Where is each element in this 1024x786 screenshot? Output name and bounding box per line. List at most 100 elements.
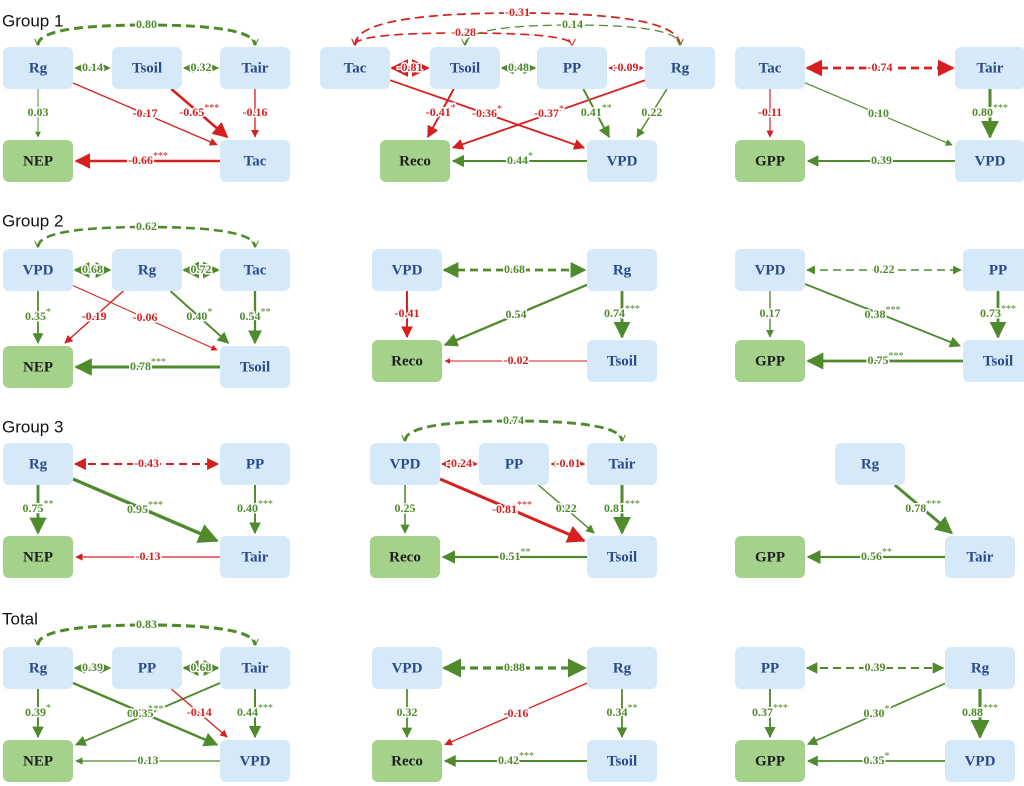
coefficient-value: 0.42 — [498, 753, 519, 767]
node-box — [587, 340, 657, 382]
path-coefficient: 0.75*** — [868, 351, 904, 366]
path-coefficient: 0.40* — [186, 307, 212, 322]
path-arrow — [537, 484, 595, 534]
node-label: VPD — [240, 753, 271, 769]
node-box — [112, 47, 182, 89]
node-vpd: VPD — [945, 740, 1015, 782]
significance-stars: *** — [517, 500, 532, 511]
node-label: GPP — [755, 753, 785, 769]
path-coefficient: 0.42*** — [498, 751, 534, 766]
path-coefficient: 0.25 — [395, 501, 416, 515]
coefficient-value: 0.75 — [23, 501, 44, 515]
coefficient-value: 0.81 — [604, 501, 625, 515]
coefficient-value: -0.74 — [868, 60, 893, 74]
path-coefficient: -0.19 — [82, 309, 107, 323]
node-label: Reco — [389, 549, 421, 565]
path-coefficient: -0.16 — [243, 105, 268, 119]
node-rg: Rg — [587, 647, 657, 689]
coefficient-value: 0.75 — [868, 353, 889, 367]
coefficient-value: 0.58 — [127, 706, 148, 720]
path-coefficient: 0.95*** — [127, 500, 163, 515]
path-coefficient: -0.41* — [426, 103, 456, 118]
path-coefficient: 0.54 — [506, 307, 527, 321]
path-coefficient: -0.81 — [398, 60, 423, 74]
group-label: Total — [2, 609, 38, 628]
coefficient-value: 0.39 — [82, 660, 103, 674]
coefficient-value: 0.80 — [972, 105, 993, 119]
node-box — [735, 340, 805, 382]
node-box — [963, 340, 1024, 382]
node-label: Rg — [29, 456, 48, 472]
node-tsoil: Tsoil — [430, 47, 500, 89]
path-arrow — [170, 88, 229, 139]
path-coefficient: 0.35* — [25, 307, 51, 322]
node-label: Rg — [671, 60, 690, 76]
node-label: Rg — [29, 60, 48, 76]
node-label: GPP — [755, 549, 785, 565]
path-arrow — [75, 682, 221, 746]
node-box — [372, 340, 442, 382]
coefficient-value: -0.06 — [133, 310, 158, 324]
node-label: PP — [138, 660, 156, 676]
path-coefficient: -0.24 — [447, 456, 472, 470]
significance-stars: *** — [519, 751, 534, 762]
node-box — [945, 740, 1015, 782]
path-arrow — [389, 79, 586, 150]
path-arrow — [72, 82, 218, 146]
group-label: Group 2 — [2, 211, 63, 230]
significance-stars: * — [207, 307, 212, 318]
path-coefficient: -0.36* — [472, 104, 502, 119]
coefficient-value: -0.36 — [472, 106, 497, 120]
node-box — [372, 249, 442, 291]
node-vpd: VPD — [955, 140, 1024, 182]
node-box — [537, 47, 607, 89]
node-box — [645, 47, 715, 89]
node-rg: Rg — [945, 647, 1015, 689]
node-label: GPP — [755, 353, 785, 369]
path-coefficient: -0.41 — [395, 306, 420, 320]
node-box — [220, 140, 290, 182]
path-coefficient: 0.68 — [504, 262, 525, 276]
path-coefficient: 0.39 — [871, 153, 892, 167]
node-rg: Rg — [835, 443, 905, 485]
significance-stars: *** — [625, 499, 640, 510]
node-label: Reco — [391, 753, 423, 769]
coefficient-value: -0.81 — [398, 60, 423, 74]
coefficient-value: -0.13 — [136, 549, 161, 563]
coefficient-value: 0.10 — [868, 106, 889, 120]
coefficient-value: -0.14 — [187, 705, 212, 719]
path-coefficient: -0.37* — [534, 104, 564, 119]
node-rg: Rg — [3, 443, 73, 485]
node-pp: PP — [220, 443, 290, 485]
path-coefficient: -0.74 — [868, 60, 893, 74]
node-gpp: GPP — [735, 740, 805, 782]
node-box — [220, 47, 290, 89]
node-box — [220, 536, 290, 578]
node-box — [372, 740, 442, 782]
node-vpd: VPD — [370, 443, 440, 485]
node-label: Tair — [609, 456, 636, 472]
path-coefficient: -0.02 — [504, 353, 529, 367]
node-label: VPD — [755, 262, 786, 278]
path-coefficient: 0.40*** — [237, 499, 273, 514]
coefficient-value: 0.68 — [82, 262, 103, 276]
node-label: Tsoil — [983, 353, 1013, 369]
node-label: Reco — [399, 153, 431, 169]
coefficient-value: 0.51 — [500, 549, 521, 563]
node-tac: Tac — [220, 249, 290, 291]
node-label: VPD — [390, 456, 421, 472]
significance-stars: ** — [602, 103, 612, 114]
node-nep: NEP — [3, 536, 73, 578]
path-coefficient: 0.32 — [191, 60, 212, 74]
path-coefficient: -0.06 — [133, 310, 158, 324]
node-tair: Tair — [220, 47, 290, 89]
node-box — [112, 249, 182, 291]
significance-stars: ** — [261, 307, 271, 318]
coefficient-value: 0.68 — [191, 660, 212, 674]
coefficient-value: 0.62 — [136, 219, 157, 233]
coefficient-value: 0.72 — [191, 262, 212, 276]
path-coefficient: 0.39 — [865, 660, 886, 674]
significance-stars: * — [46, 307, 51, 318]
node-gpp: GPP — [735, 536, 805, 578]
path-coefficient: -0.31 — [505, 5, 530, 19]
